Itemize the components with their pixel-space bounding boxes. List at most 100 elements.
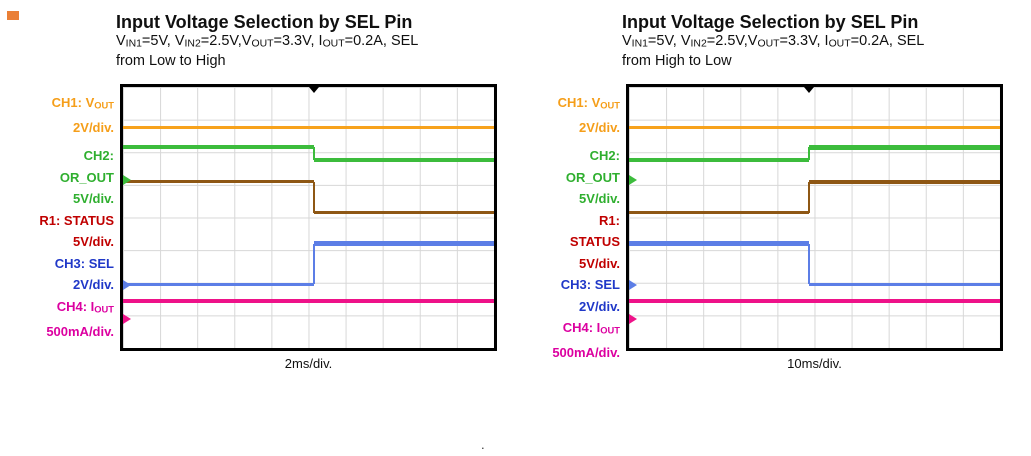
ch3-scale-label: 2V/div. <box>0 274 114 296</box>
subscript-text: OUT <box>251 38 274 50</box>
subscript-text: IN1 <box>631 38 648 50</box>
text-run: =5V, V <box>141 33 185 49</box>
ch1-scale-label: 2V/div. <box>506 117 620 139</box>
subscript-text: OUT <box>322 38 345 50</box>
text-run: 2V/div. <box>579 298 620 314</box>
subtitle-line: from High to Low <box>622 53 924 71</box>
text-run: R1: <box>599 212 620 228</box>
subscript-text: OUT <box>757 38 780 50</box>
text-run: R1: STATUS <box>39 212 114 228</box>
text-run: =5V, V <box>647 33 691 49</box>
ch3-sel-trace <box>123 282 315 286</box>
ch2-or-out-trace <box>123 145 315 150</box>
text-run: 500mA/div. <box>552 345 620 361</box>
r1-status-trace <box>314 211 494 215</box>
figure-subtitle: VIN1=5V, VIN2=2.5V,VOUT=3.3V, IOUT=0.2A,… <box>622 33 924 70</box>
trigger-position-icon <box>309 87 320 93</box>
text-run: =2.5V,V <box>200 33 252 49</box>
subscript-text: OUT <box>600 100 620 111</box>
text-run: 2V/div. <box>73 119 114 135</box>
text-run: =3.3V, I <box>273 33 323 49</box>
subscript-text: OUT <box>828 38 851 50</box>
subscript-text: OUT <box>94 100 114 111</box>
text-run: V <box>622 33 632 49</box>
ch2-or-out-trace <box>314 158 494 163</box>
oscilloscope-graticule <box>120 84 497 351</box>
text-run: =3.3V, I <box>779 33 829 49</box>
ch2-or-out-step-edge <box>807 147 810 161</box>
text-run: CH4: I <box>562 320 601 336</box>
r1-scale-label: 5V/div. <box>506 253 620 275</box>
ch2-name-label: CH2: <box>0 145 114 167</box>
ch3-sel-trace <box>629 241 809 247</box>
ch3-sel-step-edge <box>313 243 316 285</box>
text-run: CH1: V <box>557 95 601 110</box>
r1-status-trace <box>629 211 809 215</box>
text-run: STATUS <box>569 234 620 250</box>
text-run: CH4: I <box>56 298 95 314</box>
ch3-sel-trace <box>314 241 494 247</box>
figure-title: Input Voltage Selection by SEL Pin <box>622 12 919 32</box>
subscript-text: IN1 <box>125 38 142 50</box>
r1-scale-label: 5V/div. <box>0 231 114 253</box>
text-run: CH3: SEL <box>560 277 620 293</box>
ch2-ground-marker-icon <box>123 174 131 185</box>
timebase-label: 2ms/div. <box>284 356 333 371</box>
subscript-text: IN2 <box>690 38 707 50</box>
stray-dot: . <box>481 437 485 452</box>
text-run: =0.2A, SEL <box>344 33 419 49</box>
ch2-or-out-step-edge <box>313 147 316 161</box>
ch4-iout-trace <box>123 298 494 303</box>
text-run: CH2: <box>83 148 114 164</box>
text-run: CH3: SEL <box>54 255 114 271</box>
figure-subtitle: VIN1=5V, VIN2=2.5V,VOUT=3.3V, IOUT=0.2A,… <box>116 33 418 70</box>
trigger-position-icon <box>803 87 814 93</box>
text-run: V <box>116 33 126 49</box>
text-run: OR_OUT <box>59 169 114 185</box>
r1-status-step-edge <box>807 181 810 213</box>
ch4-scale-label: 500mA/div. <box>0 321 114 343</box>
text-run: from Low to High <box>116 52 226 69</box>
text-run: 500mA/div. <box>46 323 114 339</box>
ch3-ground-marker-icon <box>123 280 131 291</box>
r1-status-trace <box>808 179 1000 184</box>
text-run: OR_OUT <box>565 169 620 185</box>
ch3-sel-step-edge <box>807 243 810 285</box>
text-run: CH1: V <box>51 95 95 110</box>
text-run: CH2: <box>589 148 620 164</box>
ch3-ground-marker-icon <box>629 280 637 291</box>
text-run: 5V/div. <box>73 234 114 250</box>
text-run: 5V/div. <box>73 191 114 207</box>
text-run: 2V/div. <box>73 277 114 293</box>
r1-status-step-edge <box>313 181 316 213</box>
ch4-iout-trace <box>629 298 1000 303</box>
ch4-ground-marker-icon <box>123 313 131 324</box>
oscilloscope-graticule <box>626 84 1003 351</box>
ch4-name-label: CH4: IOUT <box>506 317 620 342</box>
r1-signal-label: STATUS <box>506 231 620 253</box>
ch4-name-label: CH4: IOUT <box>0 296 114 321</box>
subscript-text: OUT <box>600 325 620 336</box>
waveform-figure-sel-low-to-high: Input Voltage Selection by SEL Pin VIN1=… <box>0 0 515 456</box>
ch2-or-out-trace <box>629 158 809 163</box>
ch3-scale-label: 2V/div. <box>506 296 620 318</box>
ch4-scale-label: 500mA/div. <box>506 342 620 364</box>
text-run: from High to Low <box>622 52 732 69</box>
ch2-name-label: CH2: <box>506 145 620 167</box>
ch3-sel-trace <box>808 282 1000 286</box>
ch2-scale-label: 5V/div. <box>506 188 620 210</box>
text-run: 5V/div. <box>579 255 620 271</box>
ch2-ground-marker-icon <box>629 174 637 185</box>
subscript-text: OUT <box>94 304 114 315</box>
ch1-name-label: CH1: VOUT <box>0 92 114 117</box>
waveform-figure-sel-high-to-low: Input Voltage Selection by SEL Pin VIN1=… <box>506 0 1021 456</box>
figure-title: Input Voltage Selection by SEL Pin <box>116 12 413 32</box>
r1-status-trace <box>123 180 315 184</box>
text-run: =2.5V,V <box>706 33 758 49</box>
subtitle-line: from Low to High <box>116 53 418 71</box>
ch3-name-label: CH3: SEL <box>506 274 620 296</box>
ch1-vout-trace <box>123 125 494 129</box>
page-corner-mark-icon <box>7 11 19 20</box>
r1-name-label: R1: <box>506 210 620 232</box>
